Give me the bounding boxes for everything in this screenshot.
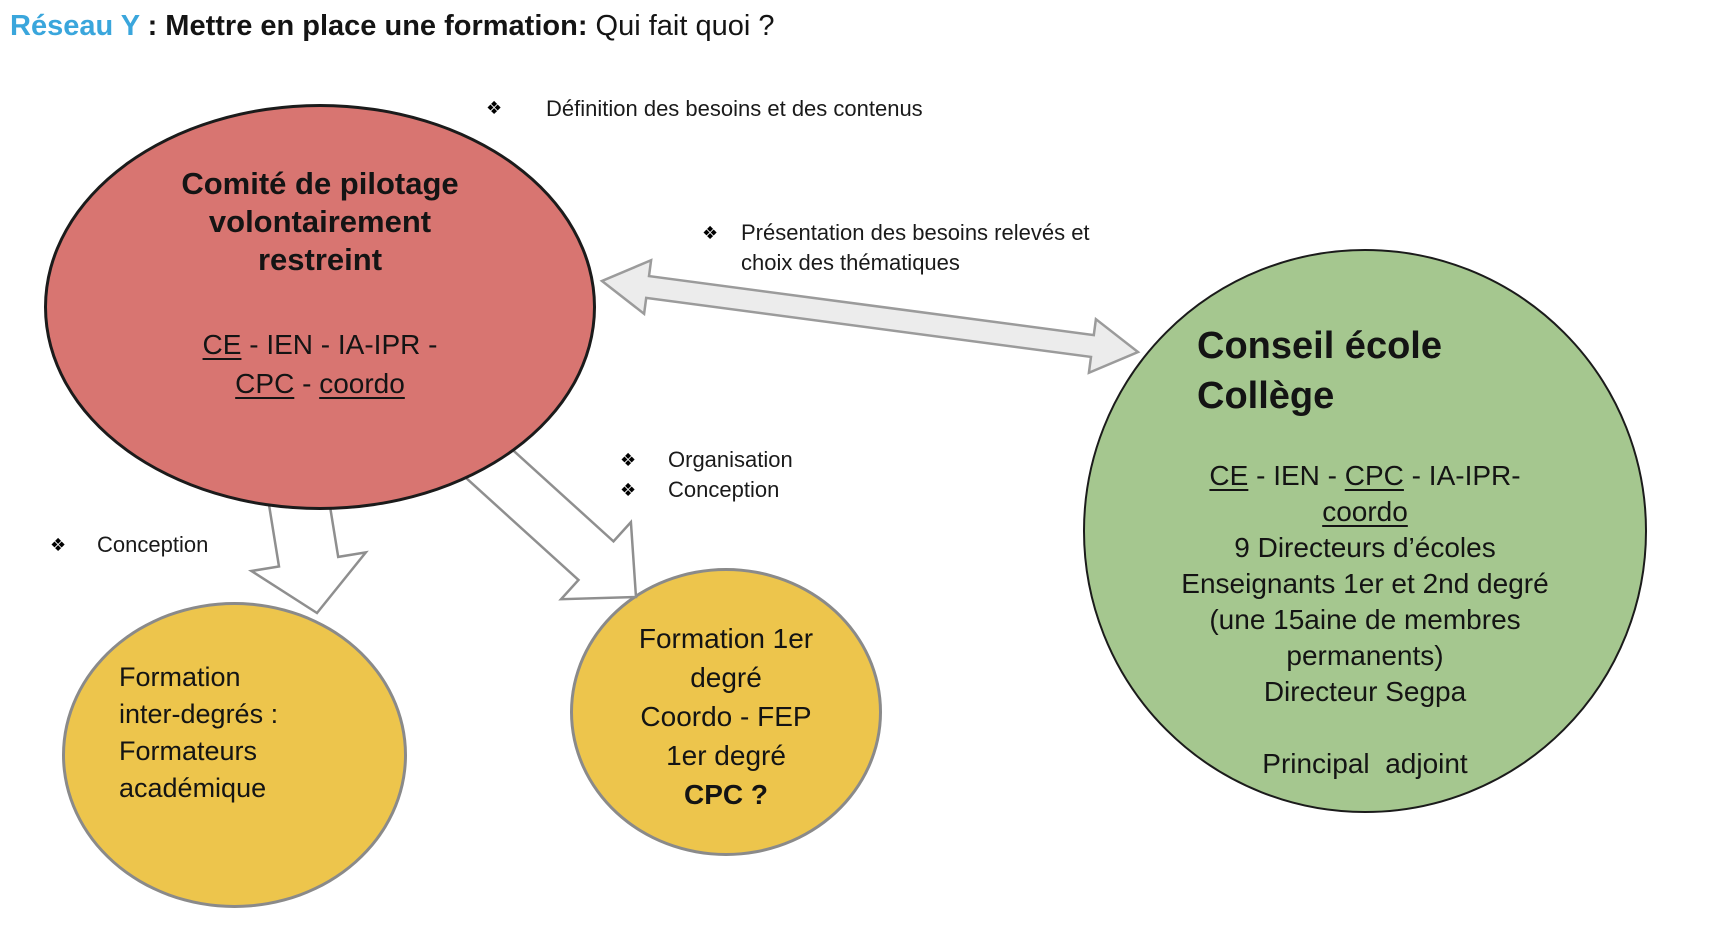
text-line: Coordo - FEP xyxy=(640,701,812,732)
definition-besoins-label: Définition des besoins et des contenus xyxy=(546,94,923,124)
formation-inter-degres-text: Formation inter-degrés : Formateurs académi… xyxy=(119,659,278,807)
text-line: CE - IEN - IA-IPR - xyxy=(202,329,438,360)
text-line: Formation 1er xyxy=(638,623,814,654)
text-line: CPC ? xyxy=(684,779,768,810)
conception-left-label: Conception xyxy=(97,530,208,560)
text-line: Organisation xyxy=(668,447,793,472)
comite-pilotage-members: CE - IEN - IA-IPR - CPC - coordo xyxy=(47,325,593,403)
text-line: CE - IEN - CPC - IA-IPR- xyxy=(1209,460,1521,491)
diamond-bullet-icon: ❖ xyxy=(50,535,67,555)
text-line: choix des thématiques xyxy=(741,250,960,275)
conception-center-label: Conception xyxy=(668,475,779,505)
formation-inter-degres-ellipse: Formation inter-degrés : Formateurs académi… xyxy=(62,602,407,908)
text-line: (une 15aine de membres xyxy=(1209,604,1521,635)
text-line: Définition des besoins et des contenus xyxy=(546,96,923,121)
text-line: Réseau Y : Mettre en place une formation… xyxy=(10,10,775,42)
text-line: Présentation des besoins relevés et xyxy=(741,220,1090,245)
page-title: Réseau Y : Mettre en place une formation… xyxy=(10,8,774,44)
text-line: Comité de pilotage xyxy=(181,166,459,201)
text-line: académique xyxy=(119,773,267,803)
text-line: volontairement xyxy=(208,204,432,239)
text-line: Formation xyxy=(119,662,241,692)
text-line: Conception xyxy=(668,477,780,502)
diamond-bullet-icon: ❖ xyxy=(486,98,503,118)
diamond-bullet-icon: ❖ xyxy=(702,223,719,243)
text-line: restreint xyxy=(257,242,383,277)
text-line: permanents) xyxy=(1286,640,1444,671)
text-line: degré xyxy=(690,662,762,693)
diamond-bullet-icon: ❖ xyxy=(620,480,637,500)
text-line: 9 Directeurs d’écoles xyxy=(1234,532,1496,563)
diamond-bullet-icon: ❖ xyxy=(620,450,637,470)
conseil-ecole-college-members: CE - IEN - CPC - IA-IPR-coordo 9 Directeu… xyxy=(1085,458,1645,782)
text-line: Conception xyxy=(97,532,209,557)
text-line: Conseil école xyxy=(1197,325,1442,367)
text-line: Principal adjoint xyxy=(1262,748,1468,779)
text-line: CPC - coordo xyxy=(235,368,405,399)
text-line: 1er degré xyxy=(666,740,786,771)
text-line xyxy=(1085,710,1645,746)
text-line: Directeur Segpa xyxy=(1263,676,1467,707)
text-line: Formateurs xyxy=(119,736,258,766)
presentation-besoins-label: Présentation des besoins relevés et choix… xyxy=(741,218,1090,278)
text-line: Enseignants 1er et 2nd degré xyxy=(1181,568,1549,599)
organisation-label: Organisation xyxy=(668,445,793,475)
text-line: coordo xyxy=(1322,496,1408,527)
text-line: Collège xyxy=(1197,375,1335,417)
text-line: inter-degrés : xyxy=(119,699,279,729)
